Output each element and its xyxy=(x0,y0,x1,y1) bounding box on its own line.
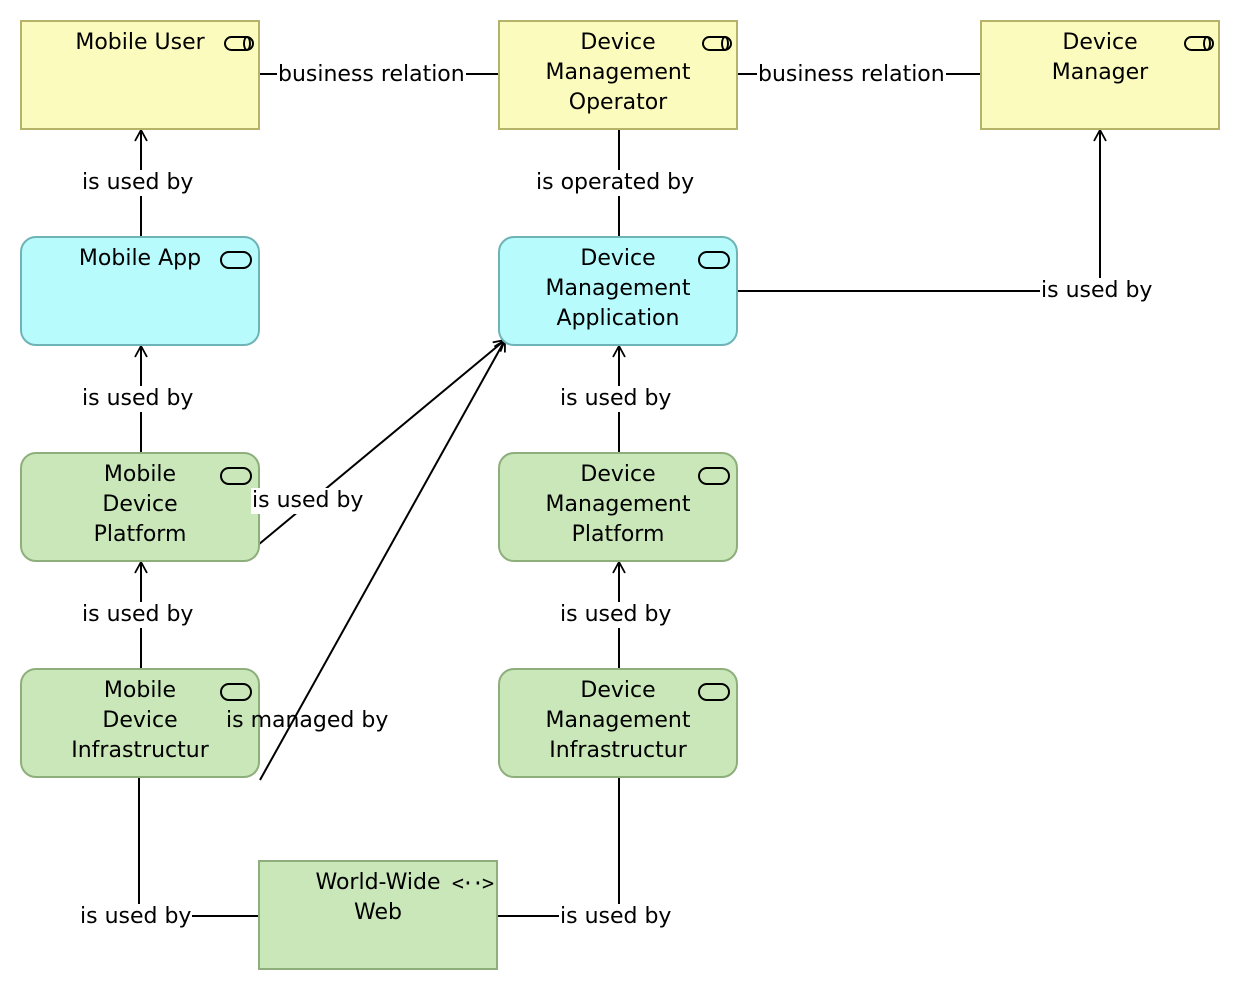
node-label: Mobile App xyxy=(78,246,202,271)
relation-label-operator-manager: business relation xyxy=(757,62,946,88)
node-mobile-app[interactable]: Mobile App xyxy=(20,236,260,346)
node-label: Device Manager xyxy=(1051,30,1149,85)
node-label: World-Wide Web xyxy=(315,870,441,925)
node-label: Mobile User xyxy=(75,30,205,55)
node-label: Mobile Device Platform xyxy=(93,462,187,547)
node-label: Device Management Platform xyxy=(545,462,691,547)
node-mobile-user[interactable]: Mobile User xyxy=(20,20,260,130)
node-mobile-device-infrastructure[interactable]: Mobile Device Infrastructur xyxy=(20,668,260,778)
role-icon xyxy=(224,36,254,51)
relation-label-mdp-dmapp: is used by xyxy=(251,488,365,514)
node-device-management-platform[interactable]: Device Management Platform xyxy=(498,452,738,562)
relation-label-dmp-dmapp: is used by xyxy=(559,386,673,412)
node-label: Device Management Operator xyxy=(545,30,691,115)
relation-label-mdp-app: is used by xyxy=(81,386,195,412)
relation-label-www-mdi: is used by xyxy=(79,904,193,930)
relation-label-user-operator: business relation xyxy=(277,62,466,88)
relation-line-www-mdi[interactable] xyxy=(138,778,258,917)
node-device-manager[interactable]: Device Manager xyxy=(980,20,1220,130)
role-icon xyxy=(1184,36,1214,51)
node-device-management-infrastructure[interactable]: Device Management Infrastructur xyxy=(498,668,738,778)
relation-label-www-dmi: is used by xyxy=(559,904,673,930)
relation-label-app-user: is used by xyxy=(81,170,195,196)
relation-label-mdi-dmapp: is managed by xyxy=(226,708,389,733)
relation-label-mdi-mdp: is used by xyxy=(81,602,195,628)
node-world-wide-web[interactable]: World-Wide Web <··> xyxy=(258,860,498,970)
relation-line-www-dmi[interactable] xyxy=(498,778,620,917)
relation-line-mdi-dmapp[interactable] xyxy=(259,338,506,781)
relation-label-dmapp-operator: is operated by xyxy=(535,170,696,196)
node-device-management-operator[interactable]: Device Management Operator xyxy=(498,20,738,130)
service-icon xyxy=(220,683,252,701)
service-icon xyxy=(698,683,730,701)
relation-label-dmi-dmp: is used by xyxy=(559,602,673,628)
network-icon: <··> xyxy=(451,871,494,895)
relation-line-dmapp-manager[interactable] xyxy=(738,128,1107,292)
node-label: Device Management Infrastructur xyxy=(545,678,691,763)
service-icon xyxy=(698,251,730,269)
service-icon xyxy=(220,251,252,269)
relation-label-dmapp-manager: is used by xyxy=(1040,278,1154,304)
node-device-management-application[interactable]: Device Management Application xyxy=(498,236,738,346)
service-icon xyxy=(698,467,730,485)
node-label: Mobile Device Infrastructur xyxy=(71,678,209,763)
node-label: Device Management Application xyxy=(545,246,691,331)
relation-line-mdp-dmapp[interactable] xyxy=(257,338,507,546)
service-icon xyxy=(220,467,252,485)
role-icon xyxy=(702,36,732,51)
node-mobile-device-platform[interactable]: Mobile Device Platform xyxy=(20,452,260,562)
